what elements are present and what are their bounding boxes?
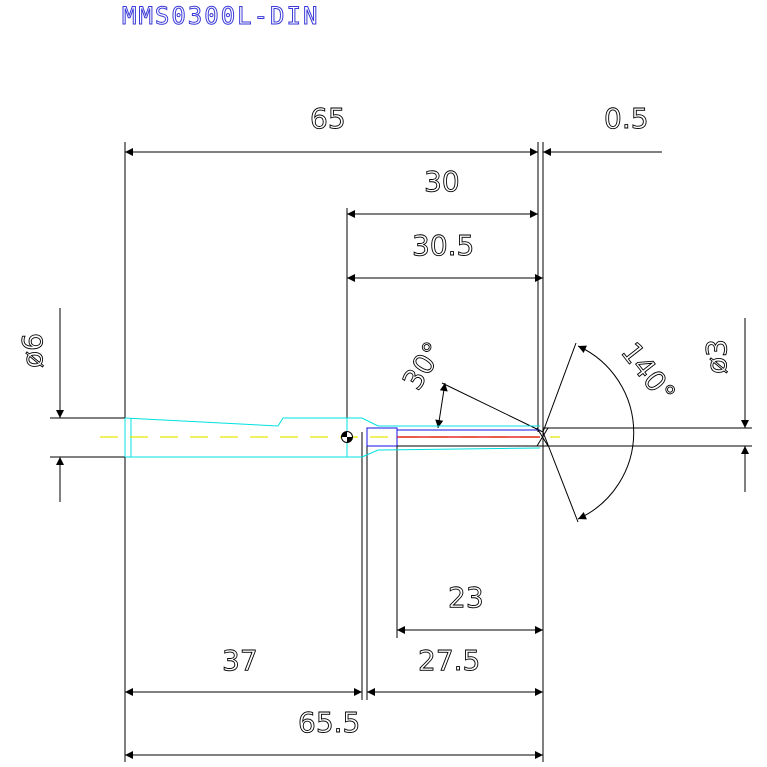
dim-label-0-5: 0.5: [604, 102, 649, 135]
reference-point-marker: [341, 431, 353, 443]
dim-label-dia6: ø6: [16, 333, 49, 368]
angle-140-arc: [577, 345, 635, 520]
dim-label-30: 30: [424, 165, 460, 198]
dim-label-65: 65: [310, 102, 346, 135]
drawing-title: MMS0300L-DIN: [122, 2, 319, 30]
dim-label-37: 37: [222, 644, 258, 677]
angle-30-leader: [441, 382, 544, 433]
tip-outline: [397, 427, 549, 447]
dim-label-65-5: 65.5: [298, 706, 360, 739]
angle-label-140: 140°: [614, 336, 682, 409]
angle-30-arc: [435, 382, 448, 429]
dim-label-27-5: 27.5: [418, 644, 480, 677]
dim-label-23: 23: [448, 581, 484, 614]
angle-label-30: 30°: [396, 336, 450, 396]
dim-label-dia3: ø3: [700, 339, 733, 374]
angle-140-leader-lower: [542, 431, 579, 523]
dim-label-30-5: 30.5: [412, 229, 474, 262]
angle-140-leader-upper: [542, 342, 577, 433]
